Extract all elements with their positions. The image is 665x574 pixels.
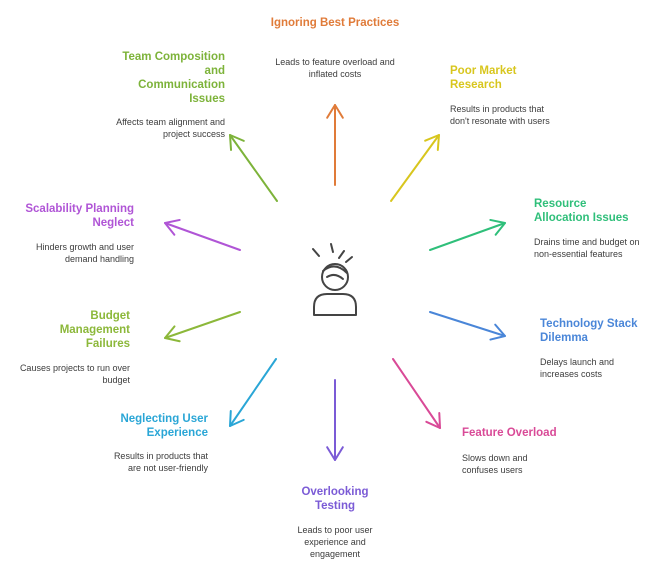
arrow-budget-management — [164, 311, 241, 343]
item-title-budget-management-failures: Budget Management Failures — [59, 310, 130, 350]
arrow-poor-market-research — [390, 134, 440, 202]
arrow-team-composition — [229, 134, 278, 202]
item-title-overlooking-testing: Overlooking Testing — [301, 486, 369, 512]
item-desc-budget-management-failures: Causes projects to run over budget — [19, 363, 130, 385]
item-title-neglecting-user-experience: Neglecting User Experience — [120, 413, 208, 439]
arrow-scalability-planning — [164, 218, 241, 251]
item-desc-team-composition: Affects team alignment and project succe… — [116, 117, 225, 139]
arrow-ignoring-best-practices — [326, 104, 344, 186]
arrow-overlooking-testing — [326, 379, 344, 461]
arrow-technology-stack — [429, 311, 506, 341]
arrow-feature-overload — [392, 358, 441, 429]
item-title-resource-allocation-issues: Resource Allocation Issues — [534, 198, 629, 224]
item-desc-overlooking-testing: Leads to poor user experience and engage… — [297, 525, 373, 559]
arrow-resource-allocation — [429, 218, 506, 251]
item-desc-ignoring-best-practices: Leads to feature overload and inflated c… — [275, 57, 395, 79]
item-desc-technology-stack-dilemma: Delays launch and increases costs — [540, 357, 615, 379]
arrow-neglecting-user-experience — [229, 358, 277, 427]
item-title-scalability-planning-neglect: Scalability Planning Neglect — [25, 203, 134, 229]
item-desc-neglecting-user-experience: Results in products that are not user-fr… — [113, 451, 208, 473]
item-title-feature-overload: Feature Overload — [462, 427, 557, 439]
item-desc-feature-overload: Slows down and confuses users — [462, 453, 528, 475]
item-desc-resource-allocation-issues: Drains time and budget on non-essential … — [534, 237, 640, 259]
item-desc-scalability-planning-neglect: Hinders growth and user demand handling — [35, 242, 134, 264]
item-title-ignoring-best-practices: Ignoring Best Practices — [270, 17, 400, 29]
item-title-team-composition: Team Composition and Communication Issue… — [122, 51, 225, 105]
item-desc-poor-market-research: Results in products that don't resonate … — [450, 104, 550, 126]
item-title-poor-market-research: Poor Market Research — [450, 65, 517, 91]
item-title-technology-stack-dilemma: Technology Stack Dilemma — [540, 318, 638, 344]
